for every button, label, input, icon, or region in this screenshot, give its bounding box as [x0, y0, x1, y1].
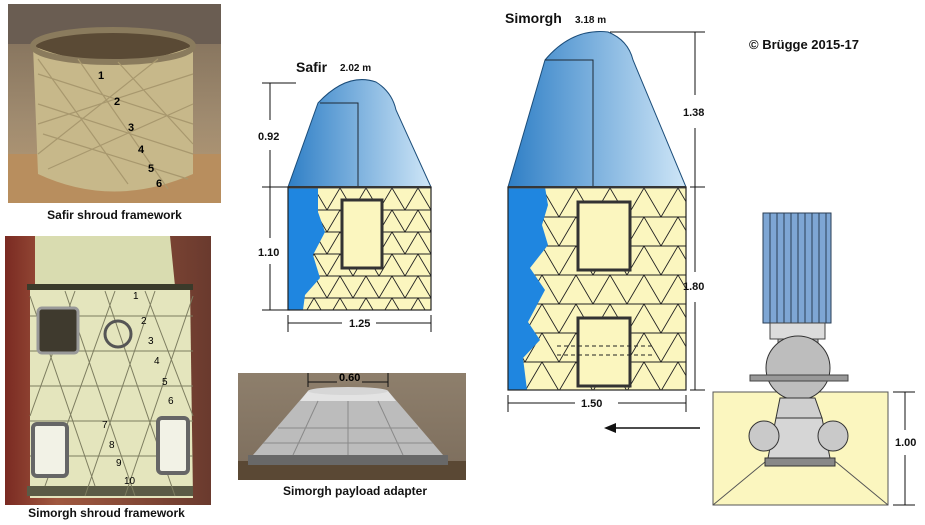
solar-array-block	[762, 212, 832, 324]
safir-nose-height: 0.92	[258, 131, 279, 143]
simorgh-nose-height: 1.38	[683, 107, 704, 119]
safir-frame-number: 3	[128, 122, 135, 134]
simorgh-payload-box-lower	[576, 316, 632, 388]
adapter-diameter-label: 0.60	[337, 373, 363, 384]
simorgh-frame-number: 8	[109, 440, 115, 451]
safir-shroud-caption: Safir shroud framework	[47, 208, 182, 222]
safir-fairing	[262, 79, 432, 332]
simorgh-name: Simorgh	[505, 10, 562, 26]
safir-frame-number: 2	[114, 96, 121, 108]
simorgh-length: 3.18 m	[575, 15, 606, 26]
copyright: © Brügge 2015-17	[749, 37, 859, 52]
simorgh-frame-number: 1	[133, 291, 139, 302]
safir-shroud-photo: 1 2 3 4 5 6	[8, 4, 221, 203]
payload-height: 1.00	[895, 437, 916, 449]
safir-name: Safir	[296, 59, 328, 75]
safir-nose-cone	[287, 79, 432, 188]
safir-payload-box	[340, 198, 384, 270]
simorgh-shroud-illustration	[27, 236, 194, 498]
adapter-caption: Simorgh payload adapter	[282, 484, 428, 498]
payload-adapter-illustration	[238, 387, 466, 480]
safir-frame-number: 5	[148, 163, 155, 175]
simorgh-nose-cone	[507, 31, 687, 188]
simorgh-cyl-height: 1.80	[683, 281, 704, 293]
safir-shroud-illustration	[8, 4, 221, 203]
simorgh-frame-number: 5	[162, 377, 168, 388]
simorgh-frame-number: 6	[168, 396, 174, 407]
simorgh-frame-number: 4	[154, 356, 160, 367]
simorgh-blue-wall	[508, 187, 548, 390]
payload-assembly	[712, 212, 915, 506]
simorgh-shroud-caption: Simorgh shroud framework	[28, 506, 185, 520]
simorgh-payload-box-upper	[576, 200, 632, 272]
simorgh-frame-number: 2	[141, 316, 147, 327]
payload-adapter-photo: 0.60	[238, 373, 466, 480]
simorgh-width: 1.50	[581, 398, 602, 410]
satellite-sphere	[765, 335, 831, 401]
safir-length: 2.02 m	[340, 63, 371, 74]
simorgh-frame-number: 9	[116, 458, 122, 469]
direction-arrow	[604, 423, 700, 433]
safir-frame-number: 1	[98, 70, 105, 82]
safir-frame-number: 4	[138, 144, 145, 156]
simorgh-fairing	[507, 31, 705, 412]
safir-width: 1.25	[349, 318, 370, 330]
safir-frame-number: 6	[156, 178, 163, 190]
safir-blue-wall	[288, 187, 325, 310]
simorgh-shroud-photo: 1 2 3 4 5 6 7 8 9 10	[5, 236, 211, 505]
simorgh-frame-number: 10	[124, 476, 136, 487]
simorgh-frame-number: 7	[102, 420, 108, 431]
safir-cyl-height: 1.10	[258, 247, 279, 259]
simorgh-frame-number: 3	[148, 336, 154, 347]
